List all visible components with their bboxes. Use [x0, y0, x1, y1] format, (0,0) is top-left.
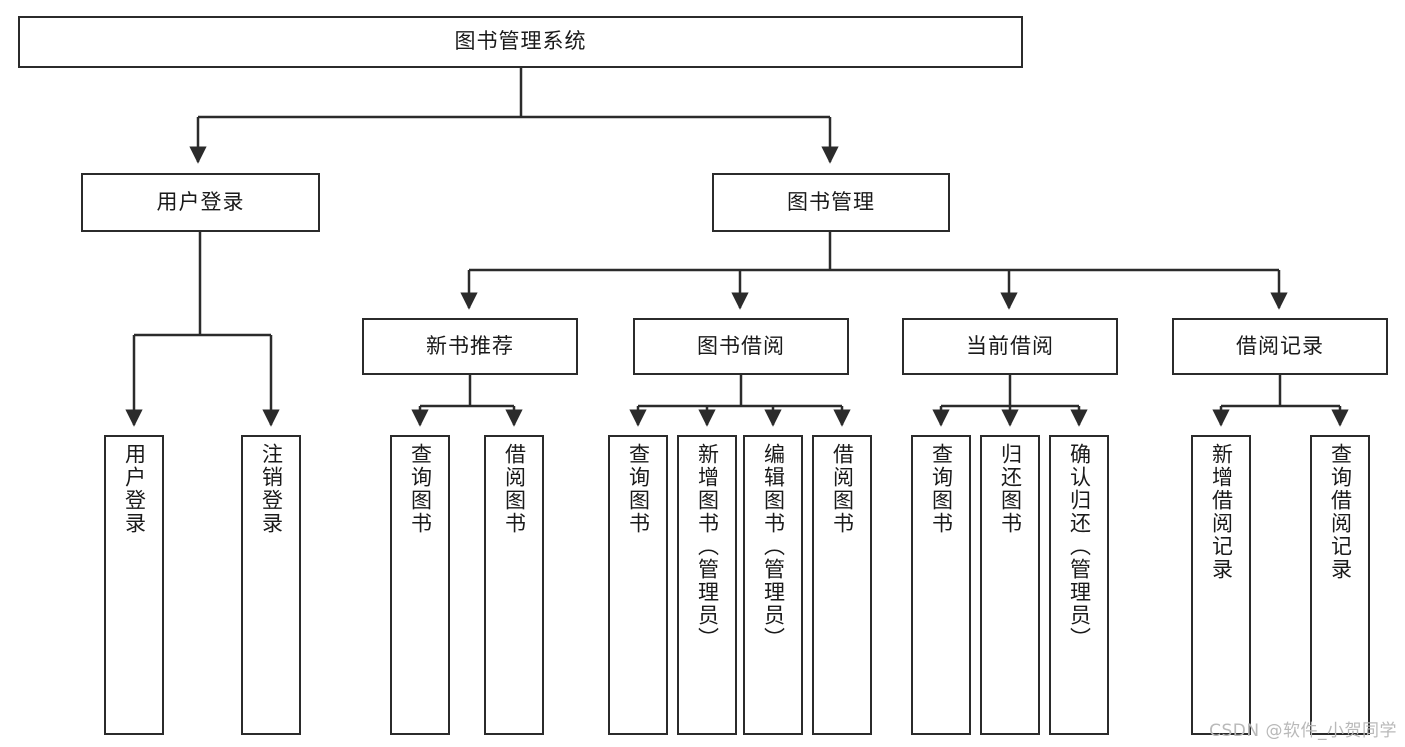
node-book-borrow[interactable]: 图书借阅 — [633, 318, 849, 375]
node-label: 查询借阅记录 — [1328, 443, 1353, 581]
node-current-borrow[interactable]: 当前借阅 — [902, 318, 1118, 375]
node-label: 图书管理系统 — [454, 29, 587, 54]
leaf-new-book-query-book[interactable]: 查询图书 — [390, 435, 450, 735]
node-label: 查询图书 — [929, 443, 954, 535]
node-label: 图书借阅 — [697, 333, 785, 358]
node-label: 注销登录 — [259, 443, 284, 535]
watermark-text: CSDN @软件_小贺同学 — [1209, 721, 1397, 741]
node-label: 新书推荐 — [426, 333, 514, 358]
node-label: 借阅图书 — [830, 443, 855, 535]
node-label: 用户登录 — [156, 189, 245, 214]
node-label: 编辑图书（管理员） — [761, 443, 786, 650]
leaf-new-book-borrow-book[interactable]: 借阅图书 — [484, 435, 544, 735]
node-label: 新增图书（管理员） — [695, 443, 720, 650]
node-label: 新增借阅记录 — [1209, 443, 1234, 581]
leaf-user-login-login[interactable]: 用户登录 — [104, 435, 164, 735]
leaf-book-borrow-query-book[interactable]: 查询图书 — [608, 435, 668, 735]
node-label: 用户登录 — [122, 443, 147, 535]
node-label: 查询图书 — [408, 443, 433, 535]
leaf-book-borrow-edit-book-admin[interactable]: 编辑图书（管理员） — [743, 435, 803, 735]
leaf-current-borrow-query-book[interactable]: 查询图书 — [911, 435, 971, 735]
node-root-book-management-system[interactable]: 图书管理系统 — [18, 16, 1023, 68]
node-label: 归还图书 — [998, 443, 1023, 535]
node-label: 查询图书 — [626, 443, 651, 535]
node-new-book-recommend[interactable]: 新书推荐 — [362, 318, 578, 375]
node-label: 图书管理 — [787, 189, 875, 214]
leaf-book-borrow-add-book-admin[interactable]: 新增图书（管理员） — [677, 435, 737, 735]
node-label: 借阅图书 — [502, 443, 527, 535]
node-label: 借阅记录 — [1236, 333, 1324, 358]
leaf-borrow-record-query-record[interactable]: 查询借阅记录 — [1310, 435, 1370, 735]
leaf-current-borrow-confirm-return-admin[interactable]: 确认归还（管理员） — [1049, 435, 1109, 735]
node-book-management[interactable]: 图书管理 — [712, 173, 950, 232]
leaf-book-borrow-borrow-book[interactable]: 借阅图书 — [812, 435, 872, 735]
node-user-login[interactable]: 用户登录 — [81, 173, 320, 232]
node-borrow-record[interactable]: 借阅记录 — [1172, 318, 1388, 375]
leaf-borrow-record-add-record[interactable]: 新增借阅记录 — [1191, 435, 1251, 735]
leaf-user-login-logout[interactable]: 注销登录 — [241, 435, 301, 735]
node-label: 当前借阅 — [966, 333, 1054, 358]
node-label: 确认归还（管理员） — [1067, 443, 1092, 650]
leaf-current-borrow-return-book[interactable]: 归还图书 — [980, 435, 1040, 735]
